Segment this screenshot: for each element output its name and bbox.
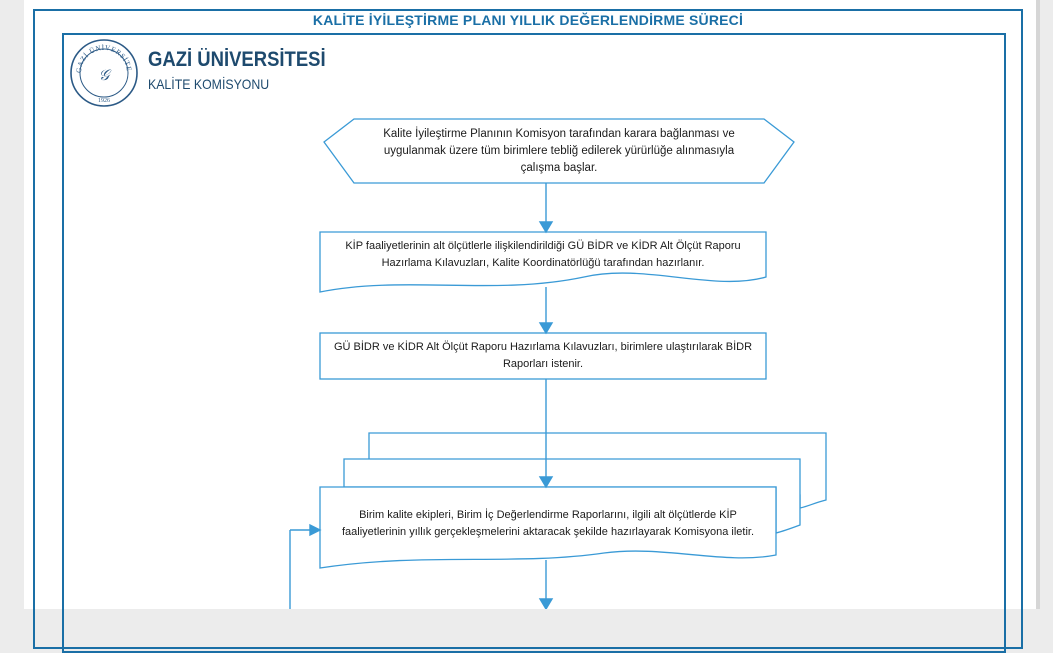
arrowhead-4-5: [538, 598, 554, 609]
feedback-arrowhead: [309, 523, 322, 537]
arrowhead-1-2: [538, 221, 554, 234]
logo-year: 1926: [98, 98, 110, 104]
university-seal-logo: GAZİ ÜNİVERSİTESİ 𝒢 1926: [69, 38, 138, 107]
step4-multidoc-front-shape: [319, 486, 777, 569]
org-name: GAZİ ÜNİVERSİTESİ: [148, 48, 326, 71]
page-title: KALİTE İYİLEŞTİRME PLANI YILLIK DEĞERLEN…: [312, 12, 744, 28]
step1-preparation-shape: [323, 118, 795, 184]
arrowhead-2-3: [538, 322, 554, 335]
document-page: KALİTE İYİLEŞTİRME PLANI YILLIK DEĞERLEN…: [24, 0, 1036, 653]
step4-text: Birim kalite ekipleri, Birim İç Değerlen…: [341, 509, 755, 538]
org-subtitle: KALİTE KOMİSYONU: [148, 76, 270, 92]
arrowhead-3-4: [538, 476, 554, 489]
step2-text: KİP faaliyetlerinin alt ölçütlerle ilişk…: [345, 240, 741, 269]
step1-text: Kalite İyileştirme Planının Komisyon tar…: [383, 128, 735, 174]
logo-monogram: 𝒢: [99, 66, 112, 84]
step3-text: GÜ BİDR ve KİDR Alt Ölçüt Raporu Hazırla…: [333, 341, 753, 370]
step3-process-shape: [319, 332, 767, 380]
step2-document-shape: [319, 231, 767, 293]
flowchart: [289, 118, 827, 609]
